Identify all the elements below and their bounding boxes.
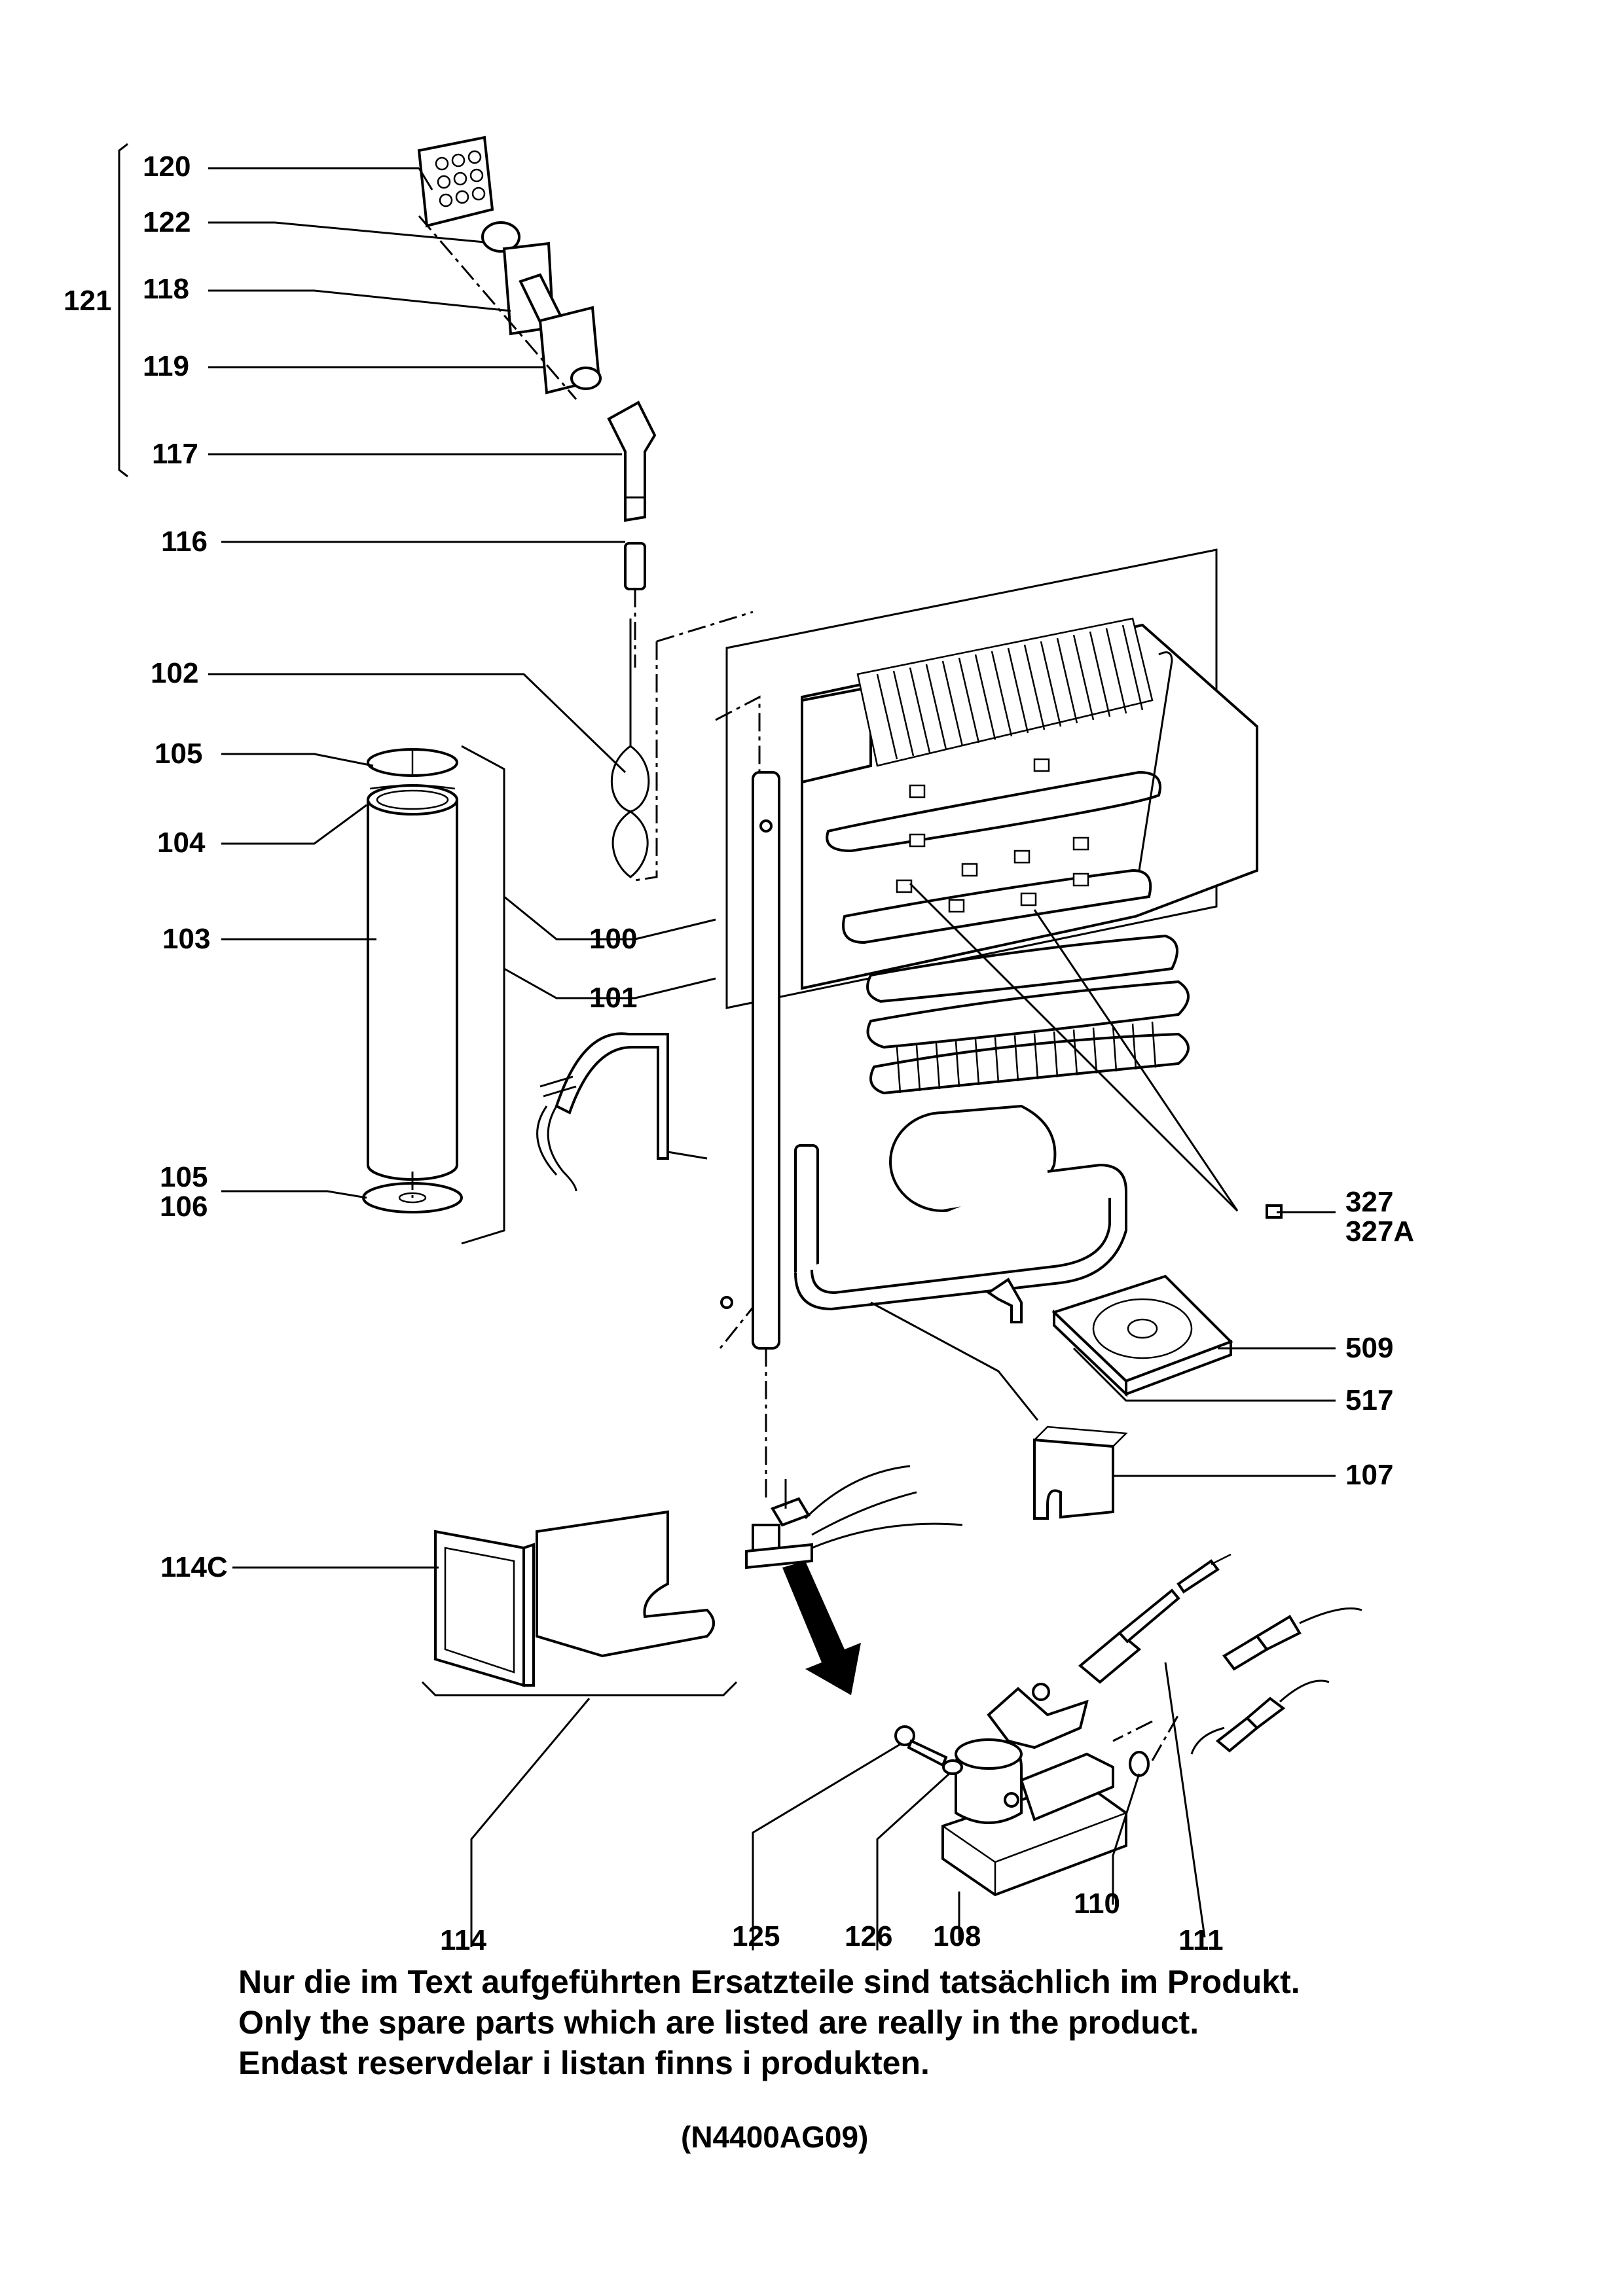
thermocouple bbox=[1190, 1679, 1330, 1755]
cooling-unit-100 bbox=[634, 548, 1258, 1350]
burner-tube-101 bbox=[536, 1032, 669, 1192]
label-110: 110 bbox=[1074, 1888, 1120, 1920]
bracket-plate bbox=[987, 1683, 1089, 1749]
gas-connector bbox=[1222, 1607, 1362, 1671]
label-517: 517 bbox=[1345, 1384, 1394, 1416]
note-english: Only the spare parts which are listed ar… bbox=[238, 2004, 1199, 2041]
mesh-122 bbox=[481, 221, 520, 253]
label-125: 125 bbox=[732, 1920, 780, 1952]
screw-125 bbox=[894, 1725, 948, 1767]
burner-assembly-small bbox=[745, 1348, 963, 1570]
label-111: 111 bbox=[1178, 1924, 1224, 1956]
label-102: 102 bbox=[151, 657, 199, 689]
label-103: 103 bbox=[162, 923, 211, 955]
drawing-code: (N4400AG09) bbox=[681, 2120, 869, 2154]
side-panel-114 bbox=[536, 1510, 715, 1658]
label-120: 120 bbox=[143, 151, 191, 183]
label-117: 117 bbox=[152, 438, 198, 470]
flue-cover-120 bbox=[417, 135, 494, 228]
label-114: 114 bbox=[440, 1924, 486, 1956]
label-107: 107 bbox=[1345, 1459, 1394, 1491]
insulation-cylinder-103 bbox=[362, 748, 463, 1213]
flue-frame-114c bbox=[434, 1530, 535, 1687]
ignition-electrode-111 bbox=[1078, 1553, 1231, 1684]
washer-126 bbox=[942, 1759, 963, 1775]
label-122: 122 bbox=[143, 206, 191, 238]
label-100: 100 bbox=[589, 923, 638, 955]
flue-baffle-102 bbox=[610, 619, 650, 878]
fan-509 bbox=[1051, 1274, 1233, 1397]
label-119: 119 bbox=[143, 350, 189, 382]
label-327: 327 bbox=[1345, 1186, 1394, 1218]
note-swedish: Endast reservdelar i listan finns i prod… bbox=[238, 2045, 930, 2081]
label-121: 121 bbox=[64, 285, 112, 317]
note-german: Nur die im Text aufgeführten Ersatzteile… bbox=[238, 1964, 1300, 2000]
label-105-top: 105 bbox=[155, 738, 203, 770]
burner-detail-108 bbox=[941, 1738, 1127, 1897]
mounting-plate-119 bbox=[538, 306, 602, 395]
nozzle-110 bbox=[1129, 1751, 1150, 1777]
burner-cover-107 bbox=[1033, 1426, 1128, 1520]
detail-arrow bbox=[782, 1561, 861, 1695]
label-101: 101 bbox=[589, 982, 638, 1014]
label-106: 106 bbox=[160, 1191, 208, 1223]
label-105-bottom: 105 bbox=[160, 1161, 208, 1193]
label-104: 104 bbox=[157, 827, 206, 859]
label-327a: 327A bbox=[1345, 1215, 1415, 1247]
label-509: 509 bbox=[1345, 1332, 1394, 1364]
group-114-bracket bbox=[421, 1681, 738, 1696]
flue-baffle-116 bbox=[624, 542, 646, 590]
flue-elbow-117 bbox=[607, 401, 657, 522]
label-108: 108 bbox=[933, 1920, 981, 1952]
label-116: 116 bbox=[161, 526, 208, 558]
group-121-bracket bbox=[118, 143, 128, 478]
label-118: 118 bbox=[143, 273, 189, 305]
label-126: 126 bbox=[845, 1920, 893, 1952]
label-114c: 114C bbox=[160, 1551, 228, 1583]
